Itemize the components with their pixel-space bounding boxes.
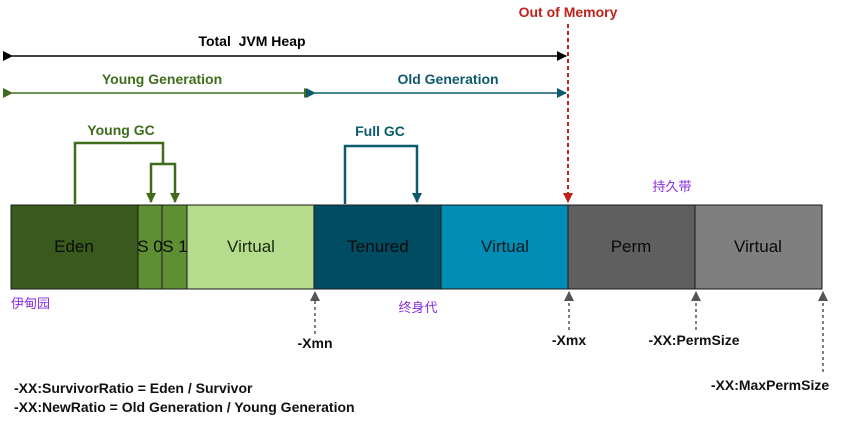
survivor-ratio-note: -XX:SurvivorRatio = Eden / Survivor (14, 380, 253, 396)
perm-cn-label: 持久带 (652, 180, 691, 195)
s1-label: S 1 (162, 237, 188, 256)
virtual-young-segment (186, 204, 315, 290)
old-generation-label: Old Generation (397, 71, 498, 87)
virtual-perm-segment (694, 204, 823, 290)
total-heap-title: Total JVM Heap (198, 33, 305, 49)
eden-label: Eden (54, 237, 94, 256)
virtual-perm-label: Virtual (734, 237, 782, 256)
tenured-label: Tenured (347, 237, 408, 256)
xmn-label: -Xmn (298, 335, 333, 351)
virtual-young-label: Virtual (227, 237, 275, 256)
new-ratio-note: -XX:NewRatio = Old Generation / Young Ge… (14, 399, 355, 415)
s0-label: S 0 (137, 237, 163, 256)
virtual-old-label: Virtual (481, 237, 529, 256)
perm-segment (567, 204, 696, 290)
eden-segment (10, 204, 139, 290)
permsize-label: -XX:PermSize (648, 332, 739, 348)
young-gc-label: Young GC (87, 122, 154, 138)
full-gc-label: Full GC (355, 123, 405, 139)
maxpermsize-label: -XX:MaxPermSize (711, 377, 829, 393)
xmx-label: -Xmx (552, 332, 586, 348)
eden-cn-label: 伊甸园 (11, 297, 50, 312)
perm-label: Perm (611, 237, 652, 256)
tenured-segment (313, 204, 442, 290)
virtual-old-segment (440, 204, 569, 290)
young-gc-bracket (73, 141, 165, 204)
tenured-cn-label: 终身代 (398, 300, 437, 316)
full-gc-bracket (343, 144, 422, 204)
young-generation-label: Young Generation (102, 71, 222, 87)
survivor-s1-segment (161, 204, 188, 290)
young-gc-arrow-s0 (146, 162, 163, 203)
out-of-memory-label: Out of Memory (519, 4, 618, 20)
young-gc-arrow-s1 (163, 162, 180, 203)
